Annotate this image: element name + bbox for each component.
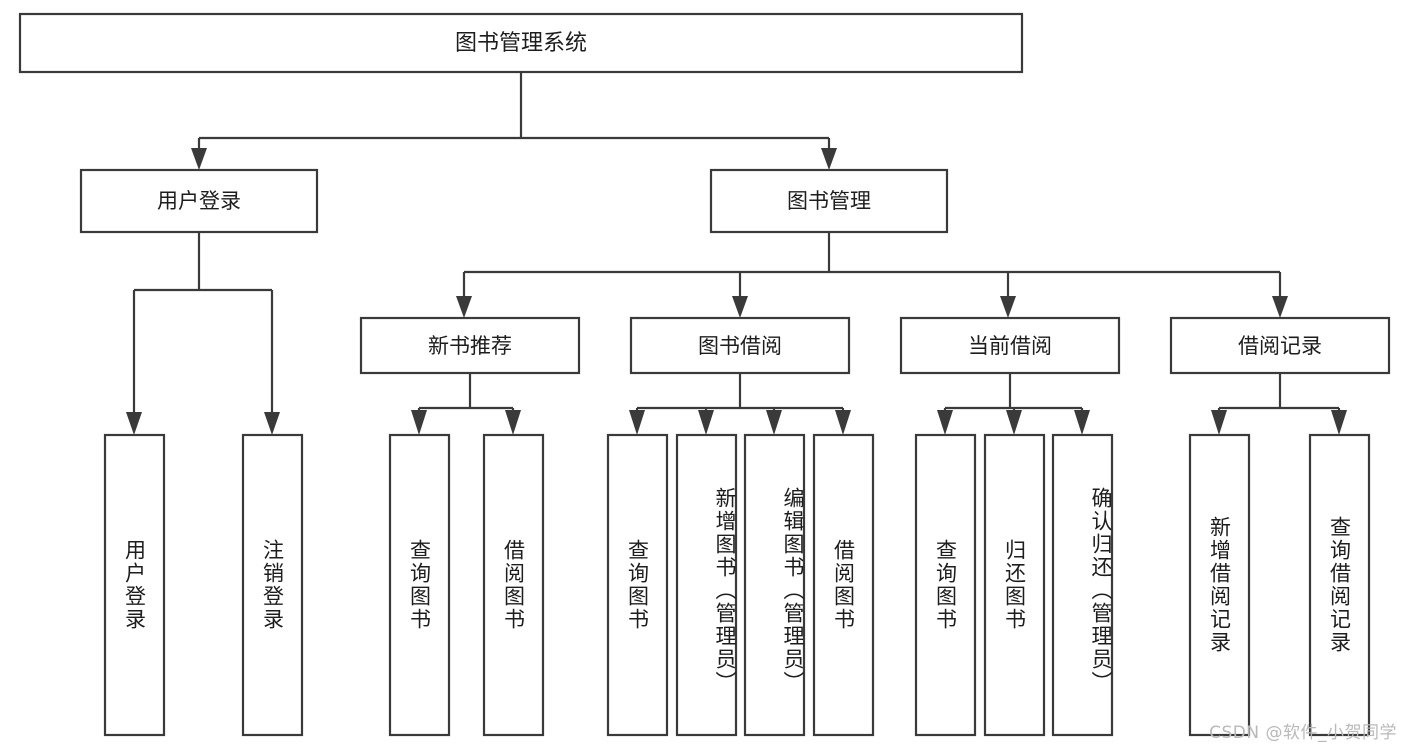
node-box-leaf-add-book[interactable] xyxy=(675,433,738,737)
node-box-book-manage[interactable] xyxy=(709,168,949,234)
node-label-current-borrow: 当前借阅 xyxy=(968,334,1052,358)
node-box-leaf-borrow-book-a[interactable] xyxy=(482,433,545,737)
node-label-book-manage: 图书管理 xyxy=(787,189,871,213)
node-box-leaf-logout[interactable] xyxy=(241,433,304,737)
node-box-leaf-query-book-a[interactable] xyxy=(388,433,451,737)
node-box-leaf-edit-book[interactable] xyxy=(743,433,806,737)
arrowhead-borrow-record xyxy=(1272,296,1288,318)
node-label-borrow-record: 借阅记录 xyxy=(1238,334,1322,358)
arrowhead-leaf-query-book-b xyxy=(629,410,645,435)
node-box-root[interactable] xyxy=(18,12,1024,74)
node-box-leaf-return-book[interactable] xyxy=(983,433,1046,737)
arrowhead-leaf-borrow-book-b xyxy=(835,410,851,435)
node-label-new-book-rec: 新书推荐 xyxy=(428,334,512,358)
node-box-leaf-add-record[interactable] xyxy=(1188,433,1251,737)
arrowhead-leaf-logout xyxy=(264,412,280,435)
node-box-leaf-borrow-book-b[interactable] xyxy=(812,433,875,737)
node-label-root: 图书管理系统 xyxy=(455,31,587,56)
node-label-book-borrow: 图书借阅 xyxy=(698,334,782,358)
arrowhead-book-manage xyxy=(821,148,837,170)
node-box-new-book-rec[interactable] xyxy=(359,316,581,375)
node-box-leaf-confirm-return[interactable] xyxy=(1051,433,1114,737)
node-layer: 图书管理系统 用户登录 图书管理 新书推荐 图书借阅 当前借阅 借阅记录 xyxy=(18,12,1391,737)
arrowhead-leaf-query-record xyxy=(1331,410,1347,435)
node-box-leaf-query-record[interactable] xyxy=(1308,433,1371,737)
node-box-leaf-user-login[interactable] xyxy=(103,433,166,737)
node-box-leaf-query-book-c[interactable] xyxy=(914,433,977,737)
arrowhead-leaf-borrow-book-a xyxy=(505,410,521,435)
arrowhead-leaf-add-book xyxy=(698,410,714,435)
arrowhead-user-login xyxy=(191,148,207,170)
arrowhead-leaf-query-book-c xyxy=(937,410,953,435)
connector-layer xyxy=(126,72,1347,435)
arrowhead-book-borrow xyxy=(732,296,748,318)
arrowhead-leaf-query-book-a xyxy=(411,410,427,435)
arrowhead-leaf-confirm-return xyxy=(1074,410,1090,435)
arrowhead-leaf-add-record xyxy=(1211,410,1227,435)
arrowhead-leaf-edit-book xyxy=(766,410,782,435)
node-box-leaf-query-book-b[interactable] xyxy=(606,433,669,737)
arrowhead-leaf-return-book xyxy=(1006,410,1022,435)
arrowhead-new-book-rec xyxy=(456,296,472,318)
arrowhead-leaf-user-login xyxy=(126,412,142,435)
node-box-user-login[interactable] xyxy=(79,168,319,234)
node-box-book-borrow[interactable] xyxy=(629,316,851,375)
node-label-user-login: 用户登录 xyxy=(157,189,241,213)
csdn-watermark: CSDN @软件_小贺同学 xyxy=(1209,723,1397,743)
node-box-borrow-record[interactable] xyxy=(1169,316,1391,375)
node-box-current-borrow[interactable] xyxy=(899,316,1121,375)
arrowhead-current-borrow xyxy=(1000,296,1016,318)
